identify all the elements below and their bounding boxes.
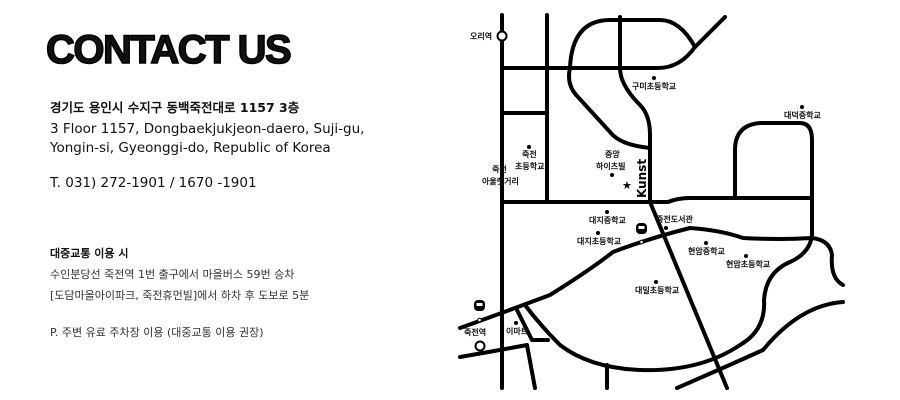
station-icon	[496, 30, 508, 42]
landmark-label: 죽전도서관	[656, 214, 693, 224]
transit-line-1: 수인분당선 죽전역 1번 출구에서 마을버스 59번 승차	[50, 268, 295, 281]
address-english-line1: 3 Floor 1157, Dongbaekjukjeon-daero, Suj…	[50, 121, 365, 137]
station-jukjeon: 죽전역	[464, 327, 486, 352]
station-icon	[474, 340, 486, 352]
landmark-label: 대지초등학교	[577, 236, 622, 246]
parking-info: P. 주변 유료 주차장 이용 (대중교통 이용 권장)	[50, 326, 264, 339]
landmark-label: 대일초등학교	[635, 285, 680, 295]
destination-label: Kunst	[635, 159, 649, 198]
landmark-label: 아울렛거리	[482, 176, 519, 186]
bus-stop-1	[636, 223, 647, 245]
landmark-label: 현암초등학교	[726, 259, 771, 269]
transit-title: 대중교통 이용 시	[50, 247, 129, 260]
landmarks: 구미초등학교 대덕중학교 죽전 초등학교 죽전 아울렛거리 중앙 하이츠빌 대지…	[482, 76, 821, 336]
landmark-label: 초등학교	[515, 161, 545, 171]
landmark-label: 죽전	[492, 164, 507, 174]
destination-kunst: ★ Kunst	[622, 159, 649, 198]
transit-line-2: [도담마을아이파크, 죽전휴먼빌]에서 하차 후 도보로 5분	[50, 289, 310, 302]
landmark-label: 현암중학교	[688, 246, 725, 256]
landmark-label: 중앙	[605, 149, 620, 159]
landmark-label: 대덕중학교	[784, 110, 821, 120]
page-title: CONTACT US	[45, 27, 292, 73]
landmark-label: 대지중학교	[589, 215, 626, 225]
star-icon: ★	[622, 179, 632, 192]
landmark-label: 구미초등학교	[632, 81, 677, 91]
address-korean: 경기도 용인시 수지구 동백죽전대로 1157 3층	[50, 100, 300, 115]
roads	[458, 13, 845, 390]
address-english: 3 Floor 1157, Dongbaekjukjeon-daero, Suj…	[50, 120, 380, 158]
landmark-label: 이마트	[506, 326, 529, 336]
landmark-label: 하이츠빌	[596, 161, 625, 171]
address-english-line2: Yongin-si, Gyeonggi-do, Republic of Kore…	[50, 140, 331, 156]
bus-stop-2	[474, 300, 485, 323]
station-label: 죽전역	[464, 327, 486, 337]
landmark-label: 죽전	[522, 149, 537, 159]
phone-number: T. 031) 272-1901 / 1670 -1901	[50, 175, 257, 191]
station-label: 오리역	[470, 31, 492, 41]
station-oriyeok: 오리역	[470, 30, 508, 42]
